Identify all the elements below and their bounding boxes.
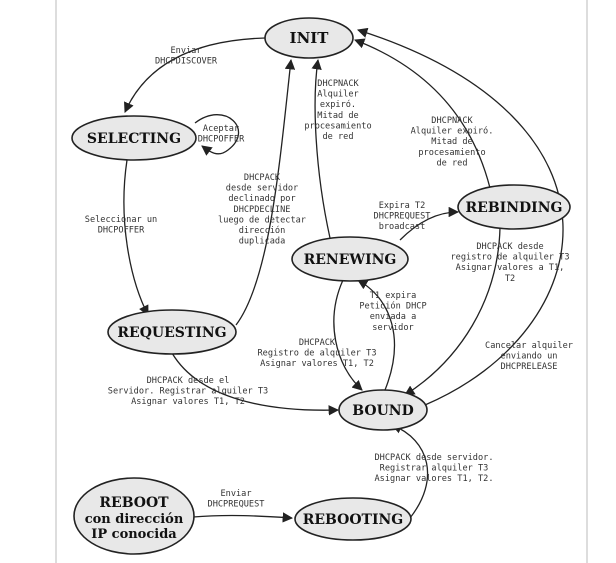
state-bound-label: BOUND (352, 403, 413, 419)
state-reboot-sublabel: IP conocida (91, 527, 177, 542)
edge-requesting-to-bound (171, 352, 340, 416)
state-renewing: RENEWING (291, 236, 409, 282)
edge-reboot-to-rebooting (192, 512, 294, 523)
edge-requesting-to-init (235, 58, 296, 326)
state-rebooting: REBOOTING (294, 497, 412, 541)
edge-rebooting-to-bound (391, 423, 429, 519)
edge-selecting-to-requesting (123, 159, 149, 316)
edge-bound-to-renewing (357, 279, 396, 391)
state-init-label: INIT (290, 29, 330, 47)
state-init: INIT (264, 17, 354, 59)
edge-rebinding-to-init (354, 38, 491, 189)
state-rebooting-label: REBOOTING (303, 512, 404, 528)
state-requesting-label: REQUESTING (117, 325, 226, 341)
state-rebinding: REBINDING (457, 184, 571, 230)
edge-renewing-to-rebinding (399, 206, 460, 241)
state-bound: BOUND (338, 389, 428, 431)
edge-selecting-self-loop (194, 114, 240, 156)
edge-renewing-to-bound (333, 279, 363, 391)
edge-renewing-to-init (311, 58, 331, 239)
state-reboot-label: REBOOT (99, 495, 169, 511)
transition-label-rebooting-to-bound: DHCPACK desde servidor.Registrar alquile… (375, 453, 494, 484)
state-selecting-label: SELECTING (87, 131, 181, 147)
state-selecting: SELECTING (71, 115, 197, 161)
state-rebinding-label: REBINDING (466, 200, 563, 216)
state-renewing-label: RENEWING (304, 252, 397, 268)
state-reboot-sublabel: con dirección (85, 512, 184, 527)
state-requesting: REQUESTING (107, 309, 237, 355)
state-reboot: REBOOT con dirección IP conocida (73, 477, 195, 555)
edge-bound-to-init (357, 27, 564, 406)
edge-init-to-selecting (124, 37, 266, 113)
edge-rebinding-to-bound (404, 227, 501, 396)
